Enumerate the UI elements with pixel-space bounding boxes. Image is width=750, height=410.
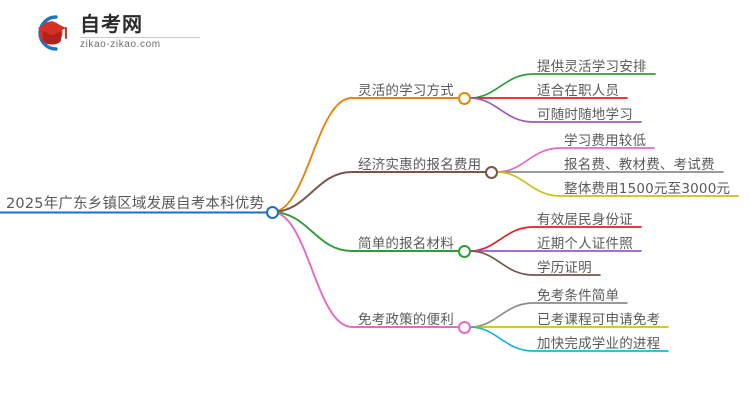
- leaf-node-label-3-1[interactable]: 有效居民身份证: [537, 212, 633, 228]
- leaf-node-label-1-1[interactable]: 提供灵活学习安排: [537, 59, 647, 75]
- branch-node-dot-1[interactable]: [457, 91, 471, 105]
- leaf-node-label-2-1[interactable]: 学习费用较低: [564, 133, 647, 149]
- branch-node-label-1[interactable]: 灵活的学习方式: [358, 83, 454, 99]
- logo-name: 自考网: [80, 12, 143, 36]
- branch-node-dot-2[interactable]: [484, 165, 498, 179]
- branch-node-dot-3[interactable]: [457, 244, 471, 258]
- logo-text: 自考网 zikao-zikao.com: [80, 14, 200, 52]
- leaf-node-label-3-2[interactable]: 近期个人证件照: [537, 236, 633, 252]
- leaf-node-label-4-3[interactable]: 加快完成学业的进程: [537, 336, 661, 352]
- branch-node-label-3[interactable]: 简单的报名材料: [358, 236, 454, 252]
- leaf-node-label-2-2[interactable]: 报名费、教材费、考试费: [564, 157, 715, 173]
- leaf-node-label-4-1[interactable]: 免考条件简单: [537, 288, 620, 304]
- root-node-label[interactable]: 2025年广东乡镇区域发展自考本科优势: [6, 196, 265, 212]
- leaf-node-label-1-2[interactable]: 适合在职人员: [537, 83, 620, 99]
- logo-url: zikao-zikao.com: [80, 39, 161, 50]
- root-node-dot[interactable]: [265, 205, 279, 219]
- leaf-node-label-4-2[interactable]: 已考课程可申请免考: [537, 312, 661, 328]
- branch-node-label-2[interactable]: 经济实惠的报名费用: [358, 157, 482, 173]
- leaf-node-label-2-3[interactable]: 整体费用1500元至3000元: [564, 181, 731, 197]
- branch-node-dot-4[interactable]: [457, 320, 471, 334]
- branch-node-label-4[interactable]: 免考政策的便利: [358, 312, 454, 328]
- logo-divider: [80, 37, 200, 38]
- leaf-node-label-1-3[interactable]: 可随时随地学习: [537, 107, 633, 123]
- leaf-node-label-3-3[interactable]: 学历证明: [537, 260, 592, 276]
- mindmap-edge: [271, 171, 486, 213]
- graduation-cap-icon: [26, 11, 72, 55]
- site-logo: 自考网 zikao-zikao.com: [26, 10, 236, 56]
